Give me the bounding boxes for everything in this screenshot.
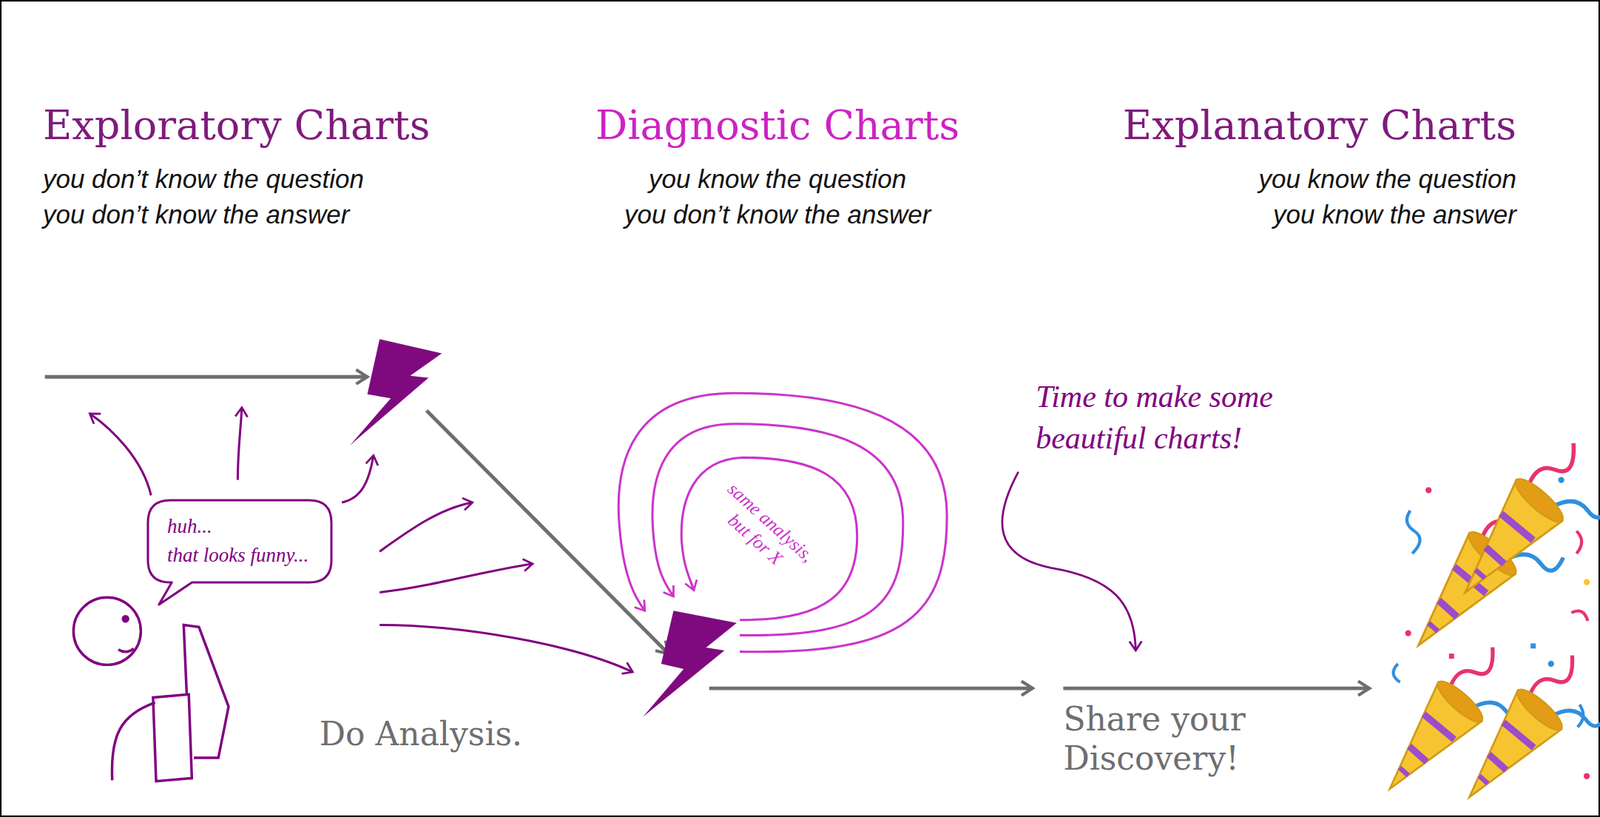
lightning-bolt [642,610,737,717]
column-subtitle: you don’t know the answer [624,198,931,231]
column-heading: Exploratory Charts [42,102,430,149]
confetti [1530,642,1536,648]
loop-arrow [681,457,858,620]
confetti [1548,660,1555,667]
confetti [1577,704,1584,727]
party-popper [1469,655,1600,797]
step-label: Share your Discovery! [1062,699,1248,779]
bubble-text: huh... [167,511,313,541]
idea-arrow [379,625,633,672]
confetti [1557,476,1564,483]
lightning-bolt [349,338,442,446]
idea-arrows [89,407,633,672]
flow-arrow [1062,686,1370,691]
speech-bubble: huh...that looks funny... [147,500,332,583]
confetti [1449,653,1455,659]
idea-arrow [237,407,242,481]
bubble-text: that looks funny... [167,540,313,570]
idea-arrow [89,413,151,495]
loop-spiral [618,392,947,651]
loop-arrow [652,423,904,636]
confetti [1583,578,1590,585]
figure-head [73,596,141,665]
idea-arrow [379,502,473,552]
flow-arrow [45,375,368,379]
confetti [1576,531,1582,554]
figure-paper [153,693,192,781]
column-subtitle: you don’t know the question [42,163,364,195]
figure-mouth [118,647,134,652]
figure-paper [183,625,229,758]
confetti [1406,510,1421,554]
flow-arrow [709,686,1033,691]
confetti [1583,773,1590,779]
idea-arrow [341,454,374,502]
bubble-outline [147,500,332,583]
column-heading: Explanatory Charts [1122,102,1517,149]
party-poppers [1389,443,1600,797]
column-subtitle: you know the answer [1273,198,1517,231]
loop-arrow [618,392,947,651]
stick-figure [73,596,229,781]
loop-note: same analysis, but for X [707,476,821,585]
flow-arrow [426,410,669,654]
leader-line [1002,471,1136,651]
column-subtitle: you don’t know the answer [42,198,350,231]
step-label: Do Analysis. [319,714,523,754]
figure-eye [122,616,128,622]
party-popper [1465,443,1600,592]
idea-arrow [379,563,533,593]
handwritten-note: Time to make some beautiful charts! [1035,375,1276,460]
column-subtitle: you know the question [1258,163,1517,195]
column-heading: Diagnostic Charts [595,102,960,149]
column-subtitle: you know the question [648,163,907,195]
bubble-shape [147,500,332,605]
confetti [1405,629,1412,636]
figure-body [111,701,155,780]
confetti [1425,486,1432,493]
confetti [1393,663,1401,683]
confetti [1571,611,1588,622]
